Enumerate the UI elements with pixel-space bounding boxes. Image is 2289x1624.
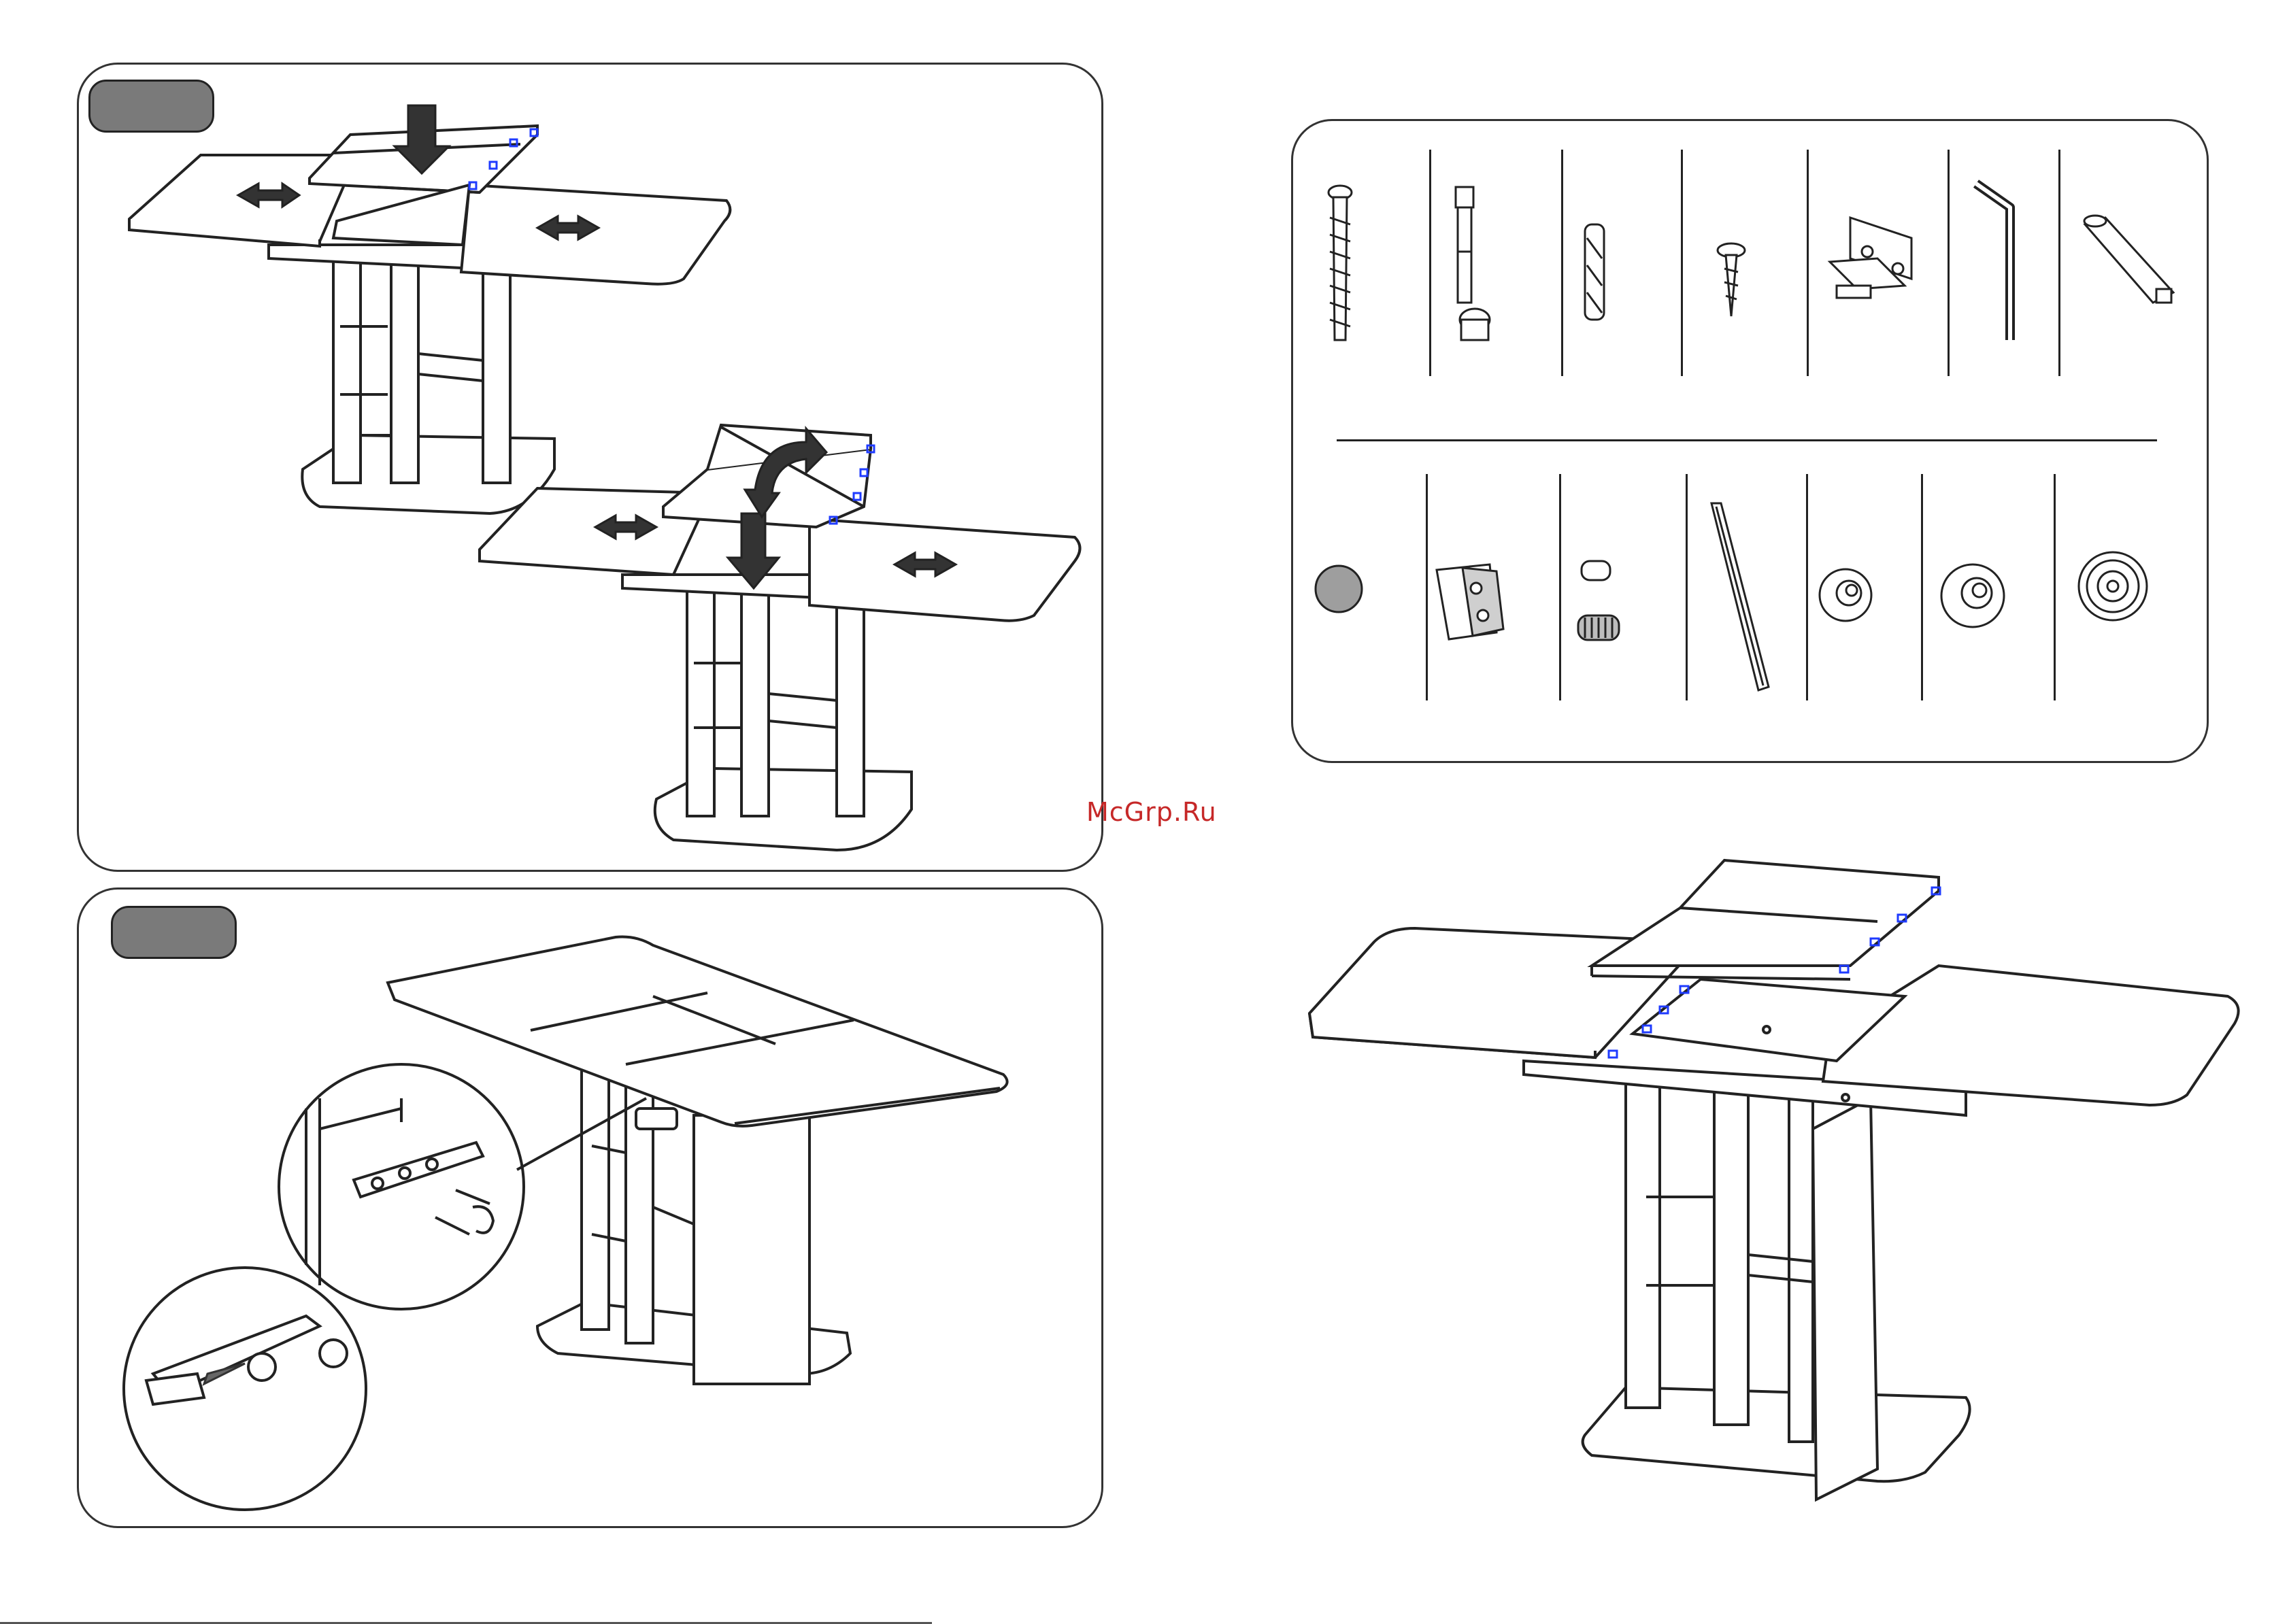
wooden-dowel-icon — [1585, 224, 1604, 320]
drawer-slide-rail-icon — [1711, 503, 1769, 690]
concealed-hinge-icon — [1830, 218, 1911, 298]
allen-key-icon — [1976, 184, 2010, 340]
butt-hinge-icon — [1437, 564, 1503, 639]
cam-bolt-and-cam-lock-icon — [1456, 187, 1490, 340]
long-confirmat-screw-icon — [1329, 186, 1352, 340]
hardware-row-2 — [1316, 503, 2147, 690]
small-knob-icon — [1820, 569, 1871, 621]
round-foot-icon — [2079, 552, 2147, 620]
felt-pad-icon — [1316, 566, 1362, 612]
extension-illustration-lower — [480, 425, 1080, 850]
extension-illustration-upper — [129, 126, 730, 513]
wall-anchor-illustration — [124, 937, 1007, 1510]
medium-knob-icon — [1941, 564, 2004, 627]
plastic-connector-icon — [2084, 216, 2173, 303]
threaded-insert-icon — [1578, 561, 1619, 640]
final-assembled-table — [1309, 860, 2239, 1500]
short-screw-icon — [1718, 243, 1745, 316]
hardware-row-1 — [1329, 184, 2173, 340]
